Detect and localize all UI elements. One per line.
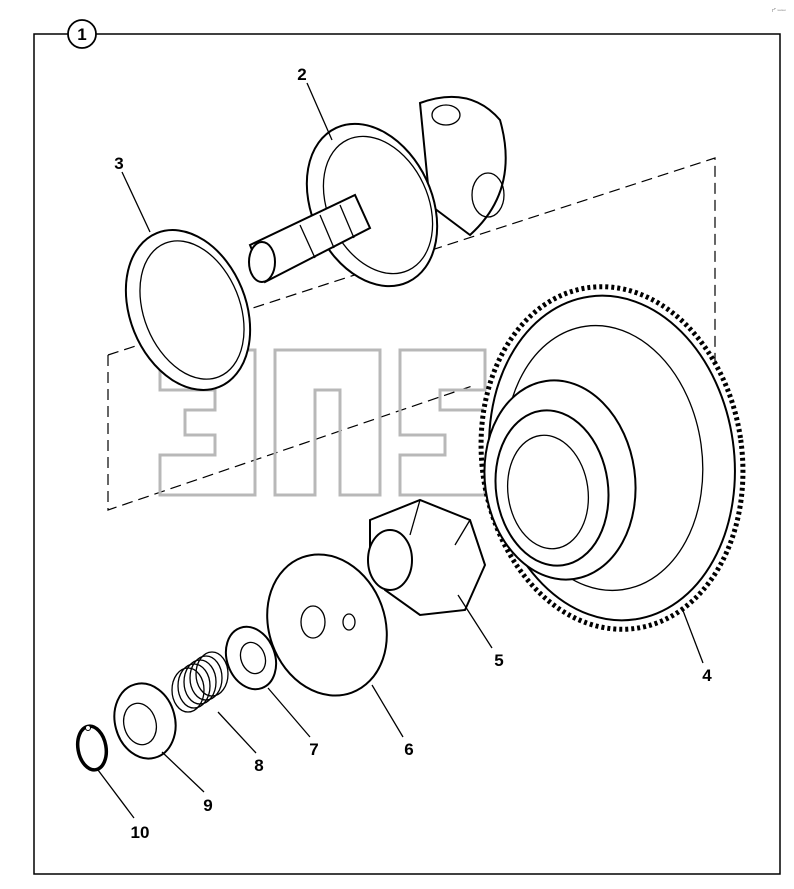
drawing-frame: [33, 33, 781, 875]
part-label-7: 7: [309, 740, 318, 759]
leader-line-3: [121, 171, 151, 233]
washer-part: [224, 625, 278, 691]
leader-line-5: [457, 594, 493, 649]
part-label-2: 2: [297, 65, 306, 84]
assembly-boundary-bottom: [107, 355, 476, 511]
leader-line-8: [217, 711, 257, 754]
part-label-10: 10: [131, 823, 150, 842]
assembly-callout-number: 1: [77, 25, 86, 44]
leader-line-10: [97, 769, 135, 819]
leader-line-7: [267, 687, 311, 738]
part-label-5: 5: [494, 651, 503, 670]
spring-part: [171, 651, 229, 713]
part-label-9: 9: [203, 796, 212, 815]
assembly-callout-circle: [67, 19, 97, 49]
snap-ring-part: [75, 724, 109, 772]
gear-part: [478, 284, 746, 632]
part-label-4: 4: [702, 666, 712, 685]
assembly-boundary-top: [107, 157, 716, 385]
leader-lines: [97, 82, 704, 819]
leader-line-2: [306, 82, 333, 141]
part-label-3: 3: [114, 154, 123, 173]
ring-part: [124, 229, 252, 391]
part-label-6: 6: [404, 740, 413, 759]
leader-line-6: [371, 684, 404, 738]
part-label-8: 8: [254, 756, 263, 775]
corner-mark: rᴾ ꟷꟷ: [772, 8, 786, 14]
part-labels: 2 3 4 5 6 7 8 9 10: [114, 65, 712, 842]
leader-line-9: [161, 751, 205, 793]
spring-cup-part: [113, 682, 177, 760]
lobed-cam-part: [367, 498, 487, 617]
shaft-hub-part: [248, 95, 507, 288]
leader-line-4: [681, 607, 704, 664]
